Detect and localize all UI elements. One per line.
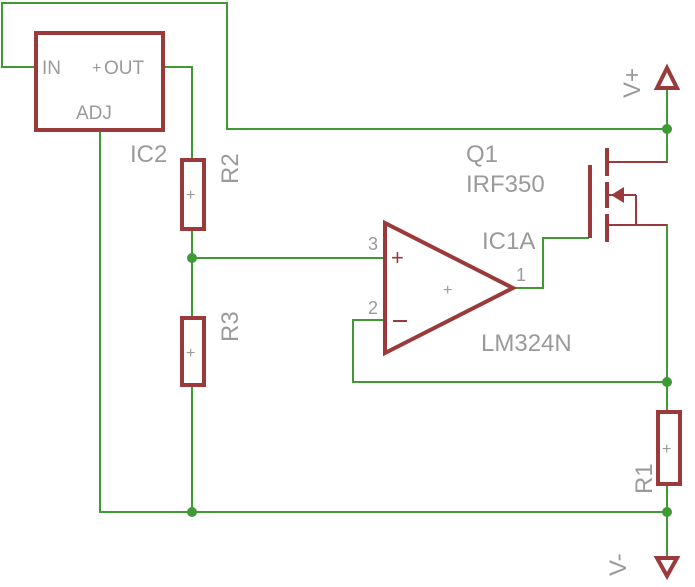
regulator-name: IC2	[130, 141, 167, 168]
origin-cross: +	[92, 60, 101, 77]
junction-dot	[662, 377, 672, 387]
mosfet-name: Q1	[466, 141, 498, 168]
wire-inv-feedback	[352, 319, 668, 383]
junction-dot	[187, 253, 197, 263]
mosfet-arrow	[611, 187, 624, 203]
origin-cross: +	[186, 187, 195, 204]
origin-cross: +	[662, 441, 671, 458]
junction-dot	[662, 507, 672, 517]
regulator-ic2: IN OUT ADJ IC2 +	[34, 31, 167, 168]
opamp-plus-sign: +	[391, 245, 404, 270]
opamp-ic1a: + 3 2 1 + IC1A LM324N	[368, 219, 572, 357]
regulator-pin-in: IN	[42, 58, 61, 79]
wire-adj-bottom	[99, 129, 668, 513]
wire-vplus-to-drain	[606, 89, 668, 163]
regulator-pin-adj: ADJ	[76, 103, 112, 124]
opamp-triangle	[383, 219, 518, 357]
mosfet-value: IRF350	[466, 171, 545, 198]
supply-triangle	[653, 556, 681, 581]
junction-dot	[662, 124, 672, 134]
supply-label: V+	[619, 68, 646, 98]
regulator-body	[34, 31, 165, 132]
supply-vminus: V-	[605, 553, 681, 581]
wires	[1, 2, 668, 557]
resistor-label: R1	[631, 463, 658, 494]
junctions	[187, 124, 672, 517]
mosfet-q1: Q1 IRF350	[466, 141, 667, 242]
origin-cross: +	[443, 282, 452, 299]
resistor-r3: + R3	[180, 311, 244, 387]
supply-label: V-	[605, 553, 632, 576]
wire-source-to-r1	[606, 224, 668, 413]
opamp-name: IC1A	[482, 228, 535, 255]
resistor-r2: + R2	[180, 153, 244, 231]
supply-triangle	[653, 63, 681, 90]
wire-out-to-r2	[162, 66, 193, 161]
opamp-pin-3: 3	[368, 234, 378, 254]
resistor-body	[180, 316, 206, 387]
supply-vplus: V+	[619, 63, 681, 98]
opamp-pin-1: 1	[516, 265, 526, 285]
resistor-r1: + R1	[631, 410, 682, 494]
origin-cross: +	[186, 345, 195, 362]
resistor-body	[656, 410, 682, 486]
resistor-label: R3	[217, 311, 244, 342]
opamp-pin-2: 2	[368, 298, 378, 318]
wire-in-to-supply	[1, 2, 668, 130]
wire-out-to-gate	[514, 237, 589, 289]
resistor-body	[180, 158, 206, 231]
opamp-value: LM324N	[481, 330, 572, 357]
regulator-pin-out: OUT	[104, 58, 145, 79]
resistor-label: R2	[217, 153, 244, 184]
junction-dot	[187, 507, 197, 517]
